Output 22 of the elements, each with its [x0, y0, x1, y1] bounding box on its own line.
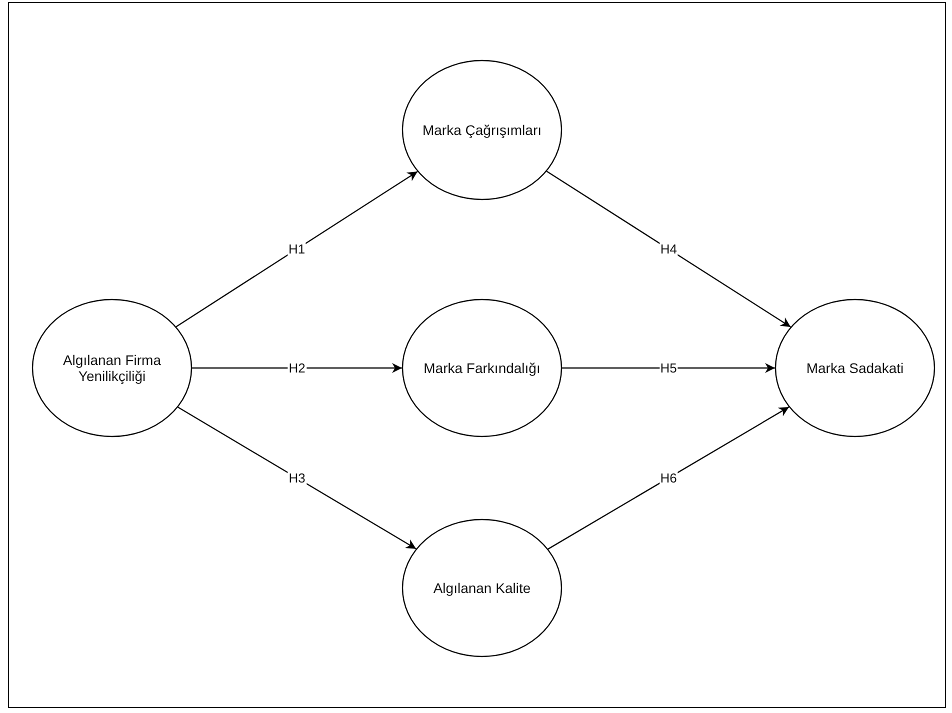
construct-label: Marka Sadakati [805, 360, 905, 376]
construct-ellipse [402, 519, 562, 657]
edge-label: H4 [659, 242, 678, 257]
construct-label: Algılanan Firma Yenilikçiliği [62, 352, 162, 384]
edge-label: H3 [288, 470, 306, 486]
arrow [192, 363, 402, 373]
edge-label: H2 [288, 360, 306, 376]
construct-label: Marka Farkındalığı [422, 360, 542, 376]
arrow [178, 406, 416, 550]
arrow [546, 170, 791, 328]
construct-ellipse [775, 299, 935, 437]
construct-ellipse [402, 60, 562, 200]
arrow [548, 406, 790, 550]
construct-ellipse [402, 299, 562, 437]
edge-label: H1 [288, 242, 306, 257]
construct-ellipse [32, 299, 192, 437]
arrow [176, 170, 418, 328]
arrow [562, 363, 775, 373]
construct-label: Marka Çağrışımları [421, 122, 543, 138]
edge-label: H5 [659, 360, 678, 376]
construct-label: Algılanan Kalite [432, 580, 532, 596]
edge-label: H6 [659, 470, 678, 486]
